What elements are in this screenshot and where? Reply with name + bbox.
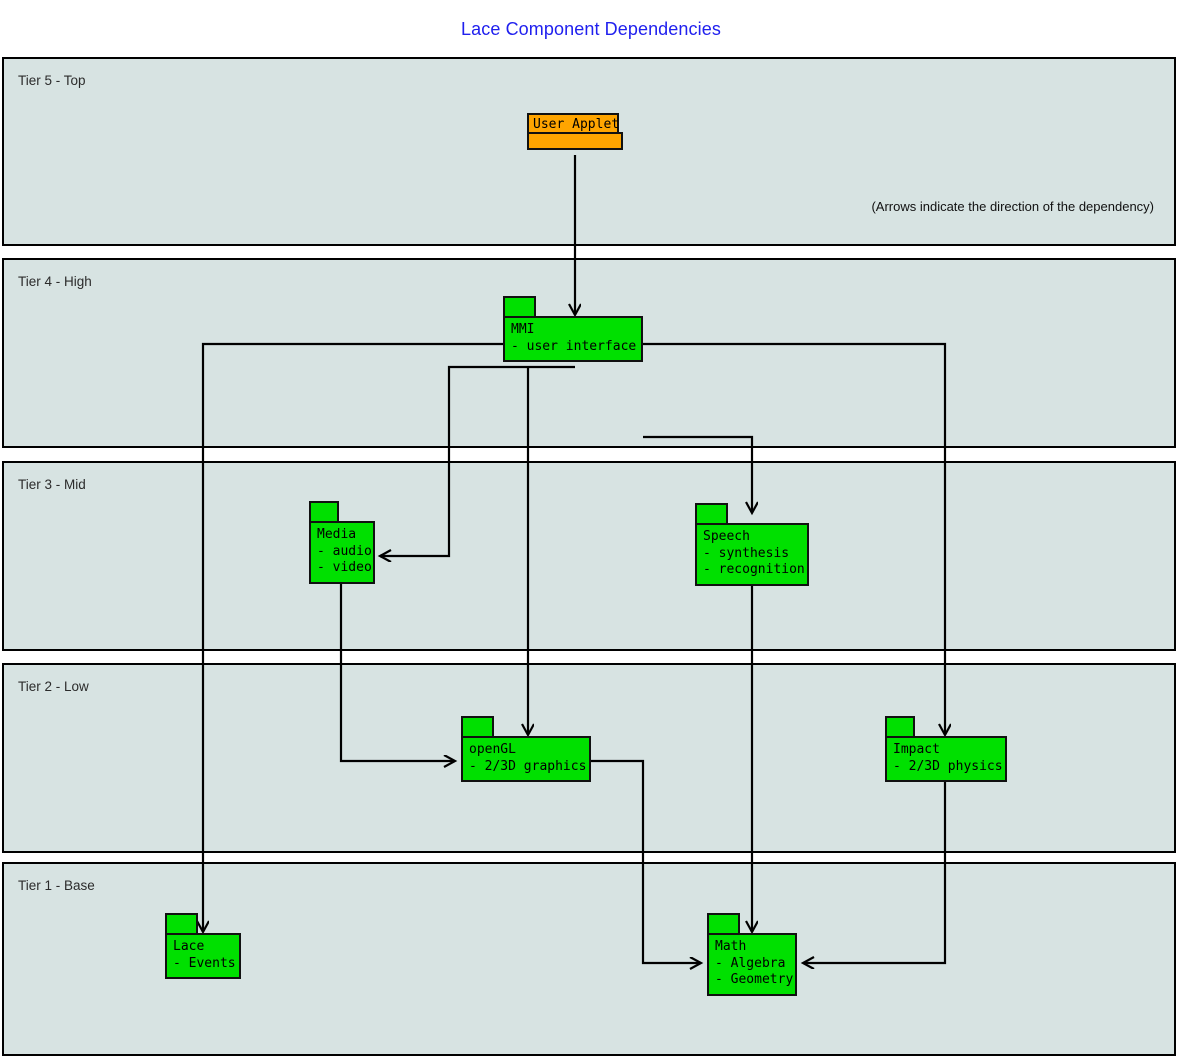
package-media-tab [309,501,339,523]
edge-media-to-opengl [339,564,455,761]
package-media-body: Media - audio - video [309,521,375,584]
tier-label-5: Tier 5 - Top [18,73,86,88]
tier-band-5: Tier 5 - Top [2,57,1176,246]
package-mmi-tab [503,296,536,318]
legend-note: (Arrows indicate the direction of the de… [871,199,1154,214]
package-math-tab [707,913,740,935]
edge-opengl-to-math [591,759,701,963]
package-user-applet-body [527,132,623,150]
package-opengl-tab [461,716,494,738]
tier-band-3: Tier 3 - Mid [2,461,1176,651]
package-impact-tab [885,716,915,738]
package-math-body: Math - Algebra - Geometry [707,933,797,996]
package-impact-body: Impact - 2/3D physics [885,736,1007,782]
package-opengl-body: openGL - 2/3D graphics [461,736,591,782]
package-mmi-body: MMI - user interface [503,316,643,362]
tier-label-2: Tier 2 - Low [18,679,89,694]
tier-label-1: Tier 1 - Base [18,878,95,893]
tier-label-3: Tier 3 - Mid [18,477,86,492]
package-speech-tab [695,503,728,525]
edge-mmi-to-speech [643,435,752,513]
edge-impact-to-math [803,762,947,963]
package-user-applet-label: User Applet [527,113,619,134]
package-speech-body: Speech - synthesis - recognition [695,523,809,586]
edge-mmi-to-lace [203,342,503,932]
edge-mmi-to-impact [643,342,945,735]
package-lace-body: Lace - Events [165,933,241,979]
package-lace-tab [165,913,198,935]
edge-mmi-to-media [380,365,575,556]
page-title: Lace Component Dependencies [461,19,721,39]
tier-label-4: Tier 4 - High [18,274,92,289]
